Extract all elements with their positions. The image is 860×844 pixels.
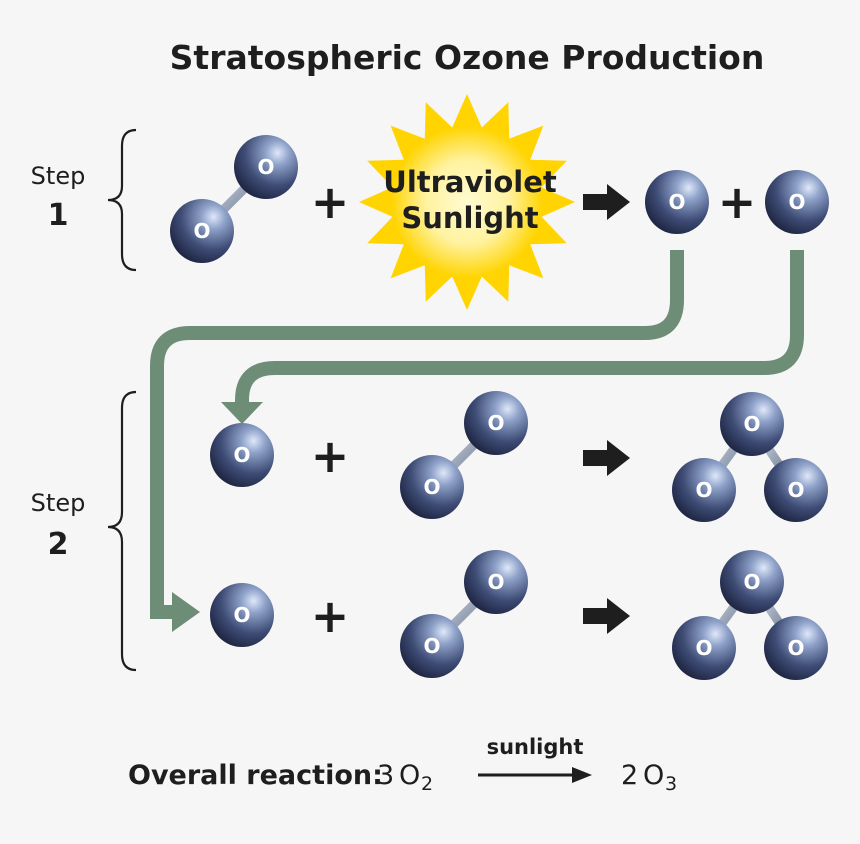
svg-text:O: O xyxy=(788,190,805,214)
svg-text:O: O xyxy=(257,155,274,179)
svg-text:O: O xyxy=(423,634,440,658)
oxygen-atom-icon: O xyxy=(210,583,274,647)
flow-arrow-to-row-1 xyxy=(235,250,804,404)
reaction-arrow-icon xyxy=(478,767,592,783)
step-1-o2-molecule: O O xyxy=(170,135,298,263)
reactant-subscript: 2 xyxy=(421,773,433,795)
flow-arrows xyxy=(150,250,804,619)
svg-text:O: O xyxy=(668,190,685,214)
arrow-right-icon xyxy=(583,598,630,634)
sun-label-line-2: Sunlight xyxy=(401,201,538,235)
svg-text:O: O xyxy=(743,412,760,436)
oxygen-atom-icon: O xyxy=(672,616,736,680)
arrow-right-icon xyxy=(583,184,630,220)
step-1-word: Step xyxy=(31,162,86,190)
step-1-brace xyxy=(107,128,137,272)
step-2-row-1-o3-molecule: O O O xyxy=(672,392,828,522)
plus-sign: + xyxy=(311,429,350,483)
flow-arrow-to-row-2 xyxy=(150,250,684,619)
step-1-number: 1 xyxy=(48,198,69,233)
step-1-label: Step 1 xyxy=(31,128,137,272)
svg-text:O: O xyxy=(695,478,712,502)
oxygen-atom-icon: O xyxy=(400,455,464,519)
svg-text:O: O xyxy=(487,570,504,594)
product-symbol: O xyxy=(643,760,664,791)
flow-arrow-head-right xyxy=(172,592,200,632)
svg-text:O: O xyxy=(487,411,504,435)
plus-sign: + xyxy=(311,175,350,229)
oxygen-atom-icon: O xyxy=(645,170,709,234)
oxygen-atom-icon: O xyxy=(464,550,528,614)
step-2-row-2-o3-molecule: O O O xyxy=(672,550,828,680)
svg-text:O: O xyxy=(233,443,250,467)
step-2-word: Step xyxy=(31,489,86,517)
step-2-brace xyxy=(107,390,137,672)
svg-text:O: O xyxy=(787,478,804,502)
overall-reaction: Overall reaction: 3 O 2 sunlight 2 O 3 xyxy=(128,735,677,795)
svg-text:O: O xyxy=(233,603,250,627)
svg-text:O: O xyxy=(743,570,760,594)
overall-reaction-label: Overall reaction: xyxy=(128,760,383,791)
svg-text:O: O xyxy=(423,475,440,499)
product-coefficient: 2 xyxy=(621,760,638,791)
product-subscript: 3 xyxy=(665,773,677,795)
step-2-row-2-o2-molecule: O O xyxy=(400,550,528,678)
oxygen-atom-icon: O xyxy=(720,550,784,614)
oxygen-atom-icon: O xyxy=(234,135,298,199)
step-2-label: Step 2 xyxy=(31,390,137,672)
sun-icon xyxy=(359,94,575,310)
oxygen-atom-icon: O xyxy=(464,391,528,455)
arrow-right-icon xyxy=(583,440,630,476)
oxygen-atom-icon: O xyxy=(210,423,274,487)
oxygen-atom-icon: O xyxy=(720,392,784,456)
step-2-number: 2 xyxy=(48,527,69,562)
oxygen-atom-icon: O xyxy=(400,614,464,678)
reactant-symbol: O xyxy=(399,760,420,791)
plus-sign: + xyxy=(718,175,757,229)
step-2-row-1-o2-molecule: O O xyxy=(400,391,528,519)
oxygen-atom-icon: O xyxy=(764,458,828,522)
oxygen-atom-icon: O xyxy=(764,616,828,680)
flow-arrow-head-down xyxy=(221,402,263,424)
reaction-arrow-label: sunlight xyxy=(487,735,584,759)
svg-text:O: O xyxy=(787,636,804,660)
oxygen-atom-icon: O xyxy=(672,458,736,522)
page-title: Stratospheric Ozone Production xyxy=(170,38,765,77)
oxygen-atom-icon: O xyxy=(765,170,829,234)
svg-text:O: O xyxy=(193,219,210,243)
plus-sign: + xyxy=(311,589,350,643)
svg-text:O: O xyxy=(695,636,712,660)
sun-label-line-1: Ultraviolet xyxy=(383,165,557,199)
reactant-coefficient: 3 xyxy=(377,760,394,791)
oxygen-atom-icon: O xyxy=(170,199,234,263)
